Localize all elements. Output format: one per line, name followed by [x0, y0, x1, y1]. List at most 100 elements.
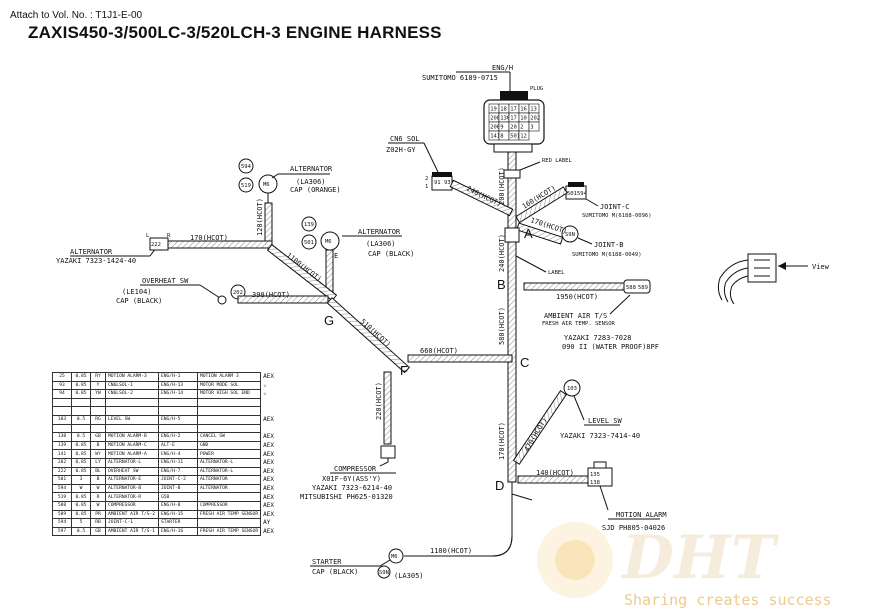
joint-b-part: SUMITOMO M(6188-0049) — [572, 252, 642, 258]
eng-h-pin-cell — [518, 130, 530, 141]
eng-h-pin-label: 202 — [530, 115, 540, 121]
eng-h-lock — [500, 91, 528, 101]
table-cell: AEX — [263, 493, 274, 501]
seg-120: 120(HCOT) — [256, 198, 264, 236]
table-cell: BL — [90, 466, 106, 477]
eng-h-pin-label: 141 — [490, 133, 500, 139]
cn6-pin-1: 1 — [425, 184, 428, 190]
table-cell: 0.5 — [71, 414, 91, 425]
table-cell — [52, 423, 72, 434]
eng-h-pin-label: 8 — [500, 133, 503, 139]
table-cell: MOTOR HIGH SOL END — [196, 389, 262, 399]
joint-b-code: S9N — [565, 232, 575, 238]
table-cell: 0.85 — [71, 380, 91, 391]
table-cell — [196, 492, 262, 502]
ambient-part: YAZAKI 7283-7028 — [564, 334, 631, 342]
eng-h-pin-label: 17 — [510, 106, 517, 112]
cn6-pin-a: 91 — [434, 180, 441, 186]
table-cell: 25 — [52, 372, 72, 382]
compressor-part1: X01F-6Y(ASS'Y) — [322, 475, 381, 483]
level-sw-connector: 103 LEVEL SW YAZAKI 7323-7414-40 — [560, 379, 640, 440]
branch-d: D — [495, 478, 504, 493]
branch-g: G — [324, 313, 334, 328]
eng-h-pin-label: 206 — [490, 124, 500, 130]
eng-h-pin-label: 501 — [510, 133, 520, 139]
table-cell: AEX — [263, 373, 274, 381]
table-cell: ENG/H-4 — [158, 449, 198, 459]
overheat-name: OVERHEAT SW — [142, 277, 189, 285]
eng-h-pin-label: 3 — [530, 124, 533, 130]
eng-h-pin-label: 136 — [500, 115, 510, 121]
table-cell: 594 — [52, 483, 72, 494]
ambient-desc: FRESH AIR TEMP. SENSOR — [542, 321, 616, 327]
table-cell — [261, 407, 277, 416]
alternator-mid-connector: 139 501 M6 E ALTERNATOR (LA306) CAP (BLA… — [301, 216, 414, 260]
table-cell: W — [71, 483, 91, 494]
compressor-name: COMPRESSOR — [334, 465, 377, 473]
table-cell — [158, 423, 198, 434]
starter-pin: S9N — [379, 570, 389, 576]
motion-alarm-part: SJD PH805-04026 — [602, 524, 665, 532]
level-sw-name: LEVEL SW — [588, 417, 623, 425]
joint-c-name: JOINT-C — [600, 203, 630, 211]
alternator-left-connector: ALTERNATOR YAZAKI 7323-1424-40 222 L R — [56, 233, 171, 265]
cn6-pin-2: 2 — [425, 176, 428, 182]
table-cell: RY — [90, 372, 106, 382]
eng-h-part: SUMITOMO 6189-0715 — [422, 74, 498, 82]
eng-h-pin-label: 17 — [510, 115, 517, 121]
eng-h-pin-label: 10 — [520, 115, 527, 121]
motion-alarm-connector: 135 138 MOTION ALARM SJD PH805-04026 — [587, 461, 667, 532]
table-cell: STARTER — [158, 518, 198, 528]
alt-mid-code: M6 — [325, 239, 332, 245]
watermark-logo: DHT — [620, 523, 780, 593]
table-cell: ALTERNATOR-R — [105, 492, 159, 502]
table-cell: ALTERNATOR — [196, 483, 262, 494]
table-cell: ALTERNATOR-E — [105, 475, 159, 485]
table-cell: B — [90, 475, 106, 485]
view-label: View — [812, 263, 830, 271]
table-cell: W — [90, 483, 106, 494]
alt-left-name: ALTERNATOR — [70, 248, 113, 256]
alt-mid-pin-2: 501 — [304, 240, 314, 246]
red-label: RED LABEL — [542, 158, 572, 164]
table-cell — [196, 423, 262, 434]
ambient-connector: 588 589 AMBIENT AIR T/S FRESH AIR TEMP. … — [542, 279, 659, 351]
table-cell: AEX — [263, 433, 274, 441]
table-cell: POWER — [196, 449, 262, 459]
joint-c-pin-1: 501 — [567, 191, 577, 197]
eng-h-pin-label: 20 — [510, 124, 517, 130]
table-cell: 138 — [52, 432, 72, 442]
table-cell: PR — [90, 509, 106, 520]
table-cell: 0.85 — [71, 509, 91, 520]
table-cell — [261, 424, 277, 433]
table-cell — [196, 518, 262, 528]
table-cell: ALTERNATOR — [196, 475, 262, 485]
table-cell: LY — [90, 457, 106, 468]
table-cell: 141 — [52, 449, 72, 459]
starter-name: STARTER — [312, 558, 342, 566]
level-sw-code: 103 — [567, 386, 577, 392]
table-cell: 0.85 — [71, 449, 91, 459]
table-cell — [71, 423, 91, 434]
cn6-pin-b: 93 — [444, 180, 451, 186]
table-cell: CANCEL SW — [196, 432, 262, 442]
alt-top-cap: CAP (ORANGE) — [290, 186, 341, 194]
table-cell: 519 — [52, 492, 72, 502]
compressor-connector: COMPRESSOR X01F-6Y(ASS'Y) YAZAKI 7323-62… — [300, 445, 396, 501]
starter-part: (LA305) — [394, 572, 424, 580]
table-cell: YW — [90, 389, 106, 399]
starter-code: M6 — [391, 554, 398, 560]
compressor-part3: MITSUBISHI PH625-01320 — [300, 493, 393, 501]
table-cell: AEX — [263, 459, 274, 467]
table-cell: JOINT-C-2 — [158, 475, 198, 485]
alt-top-pin-2: 519 — [241, 183, 251, 189]
table-cell: R — [90, 492, 106, 502]
eng-h-pin-label: 208 — [490, 115, 500, 121]
seg-140: 140(HCOT) — [536, 469, 574, 477]
